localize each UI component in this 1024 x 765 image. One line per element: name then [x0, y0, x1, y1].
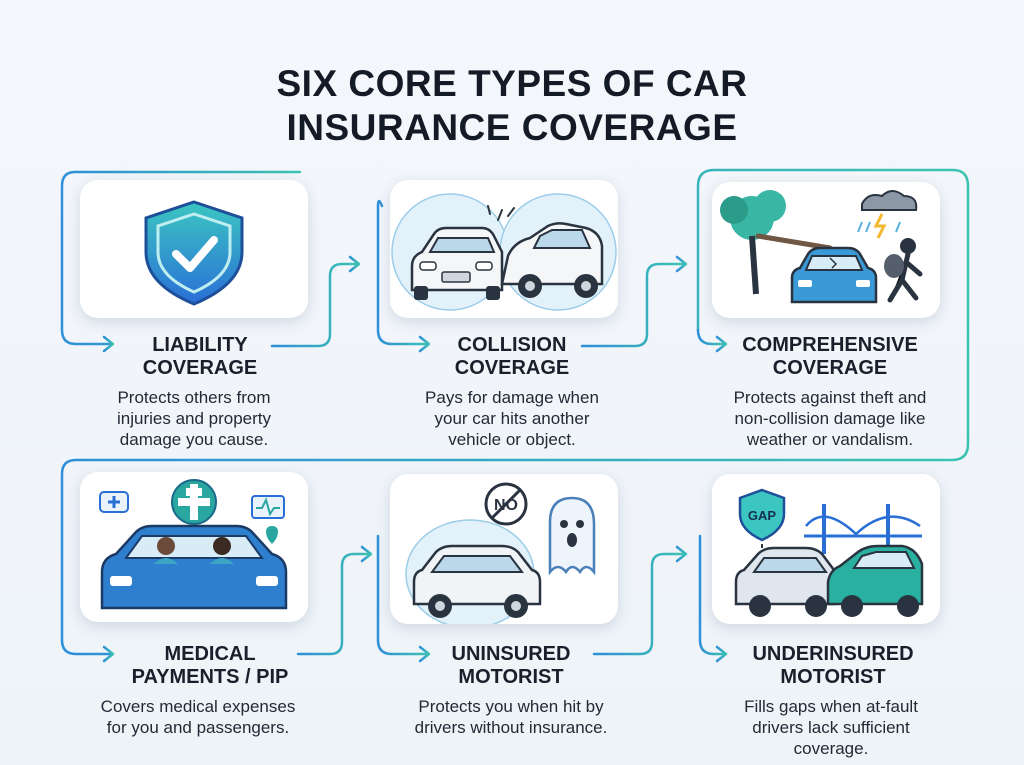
medical-car-icon: [99, 479, 288, 610]
ghost-driver-icon: NO: [405, 482, 596, 624]
heading-comprehensive: COMPREHENSIVE COVERAGE: [742, 334, 918, 379]
card-collision: [390, 180, 618, 318]
gap-badge: GAP: [748, 508, 777, 523]
card-liability: [80, 180, 308, 318]
desc-medical: Covers medical expenses for you and pass…: [100, 697, 296, 737]
title-line-1: SIX CORE TYPES OF CAR: [276, 63, 748, 104]
shield-check-icon: [144, 200, 244, 306]
heading-medical: MEDICAL PAYMENTS / PIP: [131, 643, 289, 688]
card-comprehensive: [712, 182, 940, 318]
desc-comprehensive: Protects against theft and non-collision…: [733, 388, 927, 449]
heading-liability: LIABILITY COVERAGE: [142, 334, 258, 379]
card-medical: [80, 472, 308, 622]
storm-theft-icon: [720, 190, 923, 304]
no-badge: NO: [494, 497, 518, 514]
page-title: SIX CORE TYPES OF CAR INSURANCE COVERAGE: [0, 62, 1024, 150]
card-underinsured: GAP: [712, 474, 940, 624]
desc-underinsured: Fills gaps when at-fault drivers lack su…: [744, 697, 918, 758]
desc-collision: Pays for damage when your car hits anoth…: [425, 388, 599, 449]
car-collision-icon: [391, 193, 617, 311]
title-line-2: INSURANCE COVERAGE: [286, 107, 738, 148]
card-uninsured: NO: [390, 474, 618, 624]
gap-bridge-icon: GAP: [734, 488, 924, 617]
heading-uninsured: UNINSURED MOTORIST: [451, 643, 571, 688]
heading-collision: COLLISION COVERAGE: [454, 334, 570, 379]
desc-uninsured: Protects you when hit by drivers without…: [414, 697, 608, 737]
heading-underinsured: UNDERINSURED MOTORIST: [752, 643, 914, 688]
desc-liability: Protects others from injuries and proper…: [116, 388, 272, 449]
